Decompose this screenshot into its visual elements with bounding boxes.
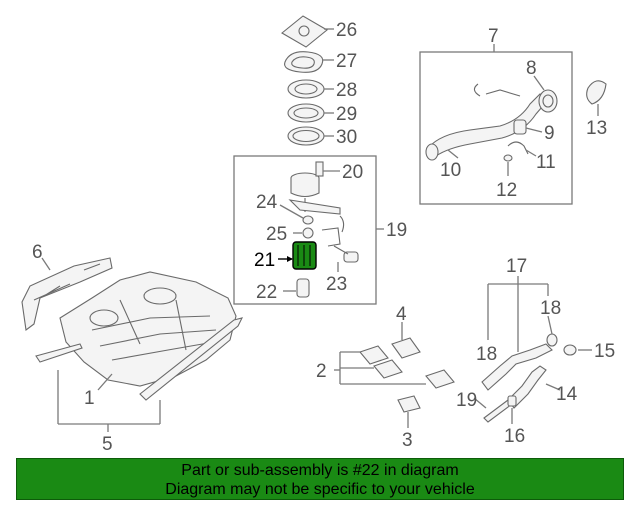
- callout-8: 8: [526, 58, 537, 79]
- callout-7: 7: [488, 26, 499, 47]
- callout-2: 2: [316, 361, 327, 382]
- bolt-12: [503, 154, 513, 162]
- strap-5a: [35, 317, 244, 401]
- callout-23: 22: [256, 282, 277, 303]
- gasket-plate-27: [281, 15, 328, 48]
- callout-28: 27: [336, 51, 357, 72]
- callout-29: 28: [336, 80, 357, 101]
- pad-3: [397, 395, 421, 413]
- callout-15: 15: [594, 341, 615, 362]
- callout-27: 26: [336, 20, 357, 41]
- callout-24: 23: [326, 274, 347, 295]
- callout-9: 9: [544, 123, 555, 144]
- seal-29: [287, 79, 325, 99]
- ring-28: [284, 51, 324, 73]
- oring-26: [302, 227, 314, 239]
- callout-13: 13: [586, 118, 607, 139]
- callout-22: 21: [254, 250, 275, 271]
- filler-neck-10: [425, 93, 549, 161]
- breather-hose: [473, 83, 521, 97]
- info-banner: Part or sub-assembly is #22 in diagram D…: [16, 458, 624, 500]
- callout-25: 24: [256, 192, 278, 213]
- callout-21: 20: [342, 162, 363, 183]
- callout-19: 19: [456, 390, 477, 411]
- callout-18-left: 18: [476, 344, 497, 365]
- callout-6: 6: [32, 242, 43, 263]
- callout-31: 30: [336, 127, 357, 148]
- callout-11: 11: [536, 152, 556, 173]
- strainer-23: [296, 278, 310, 298]
- clamp-16: [507, 395, 517, 407]
- hose-11: [507, 141, 529, 155]
- clamp-15: [563, 344, 577, 356]
- pads-2: [359, 345, 455, 389]
- vent-hose-18: [481, 343, 553, 391]
- banner-line-1: Part or sub-assembly is #22 in diagram: [181, 462, 459, 479]
- sender-24: [321, 215, 359, 263]
- filler-assembly-box: [419, 51, 573, 205]
- filler-cap-8: [538, 89, 558, 113]
- fuel-pump-22-highlight[interactable]: [292, 241, 317, 270]
- callout-20: 19: [386, 220, 407, 241]
- clamp-18: [546, 333, 558, 347]
- callout-3: 3: [402, 430, 413, 451]
- ring-30: [287, 103, 325, 123]
- fuel-tank-1: [59, 271, 237, 387]
- callout-1: 1: [84, 388, 95, 409]
- pump-module-21: [288, 161, 341, 215]
- parts-diagram: 26 27 28 29 30 20 19 24 25 21 22 23 6 1 …: [21, 15, 615, 455]
- gasket-13: [586, 80, 607, 105]
- pump-assembly-box: [233, 155, 377, 305]
- filter-25: [302, 215, 314, 225]
- callout-5: 5: [102, 434, 113, 455]
- callout-14: 14: [556, 384, 578, 405]
- heat-shield-6: [21, 257, 113, 331]
- callout-30: 29: [336, 104, 357, 125]
- callout-12: 12: [496, 180, 517, 201]
- ring-31: [287, 126, 325, 146]
- hose-14: [507, 365, 547, 409]
- callout-4: 4: [396, 304, 407, 325]
- banner-line-2: Diagram may not be specific to your vehi…: [165, 481, 475, 498]
- callout-17: 17: [506, 256, 527, 277]
- callout-16: 16: [504, 426, 525, 447]
- callout-26: 25: [266, 224, 287, 245]
- clamp-9: [513, 119, 527, 135]
- callout-18-right: 18: [540, 298, 561, 319]
- pad-4: [391, 337, 421, 359]
- callout-10: 10: [440, 160, 461, 181]
